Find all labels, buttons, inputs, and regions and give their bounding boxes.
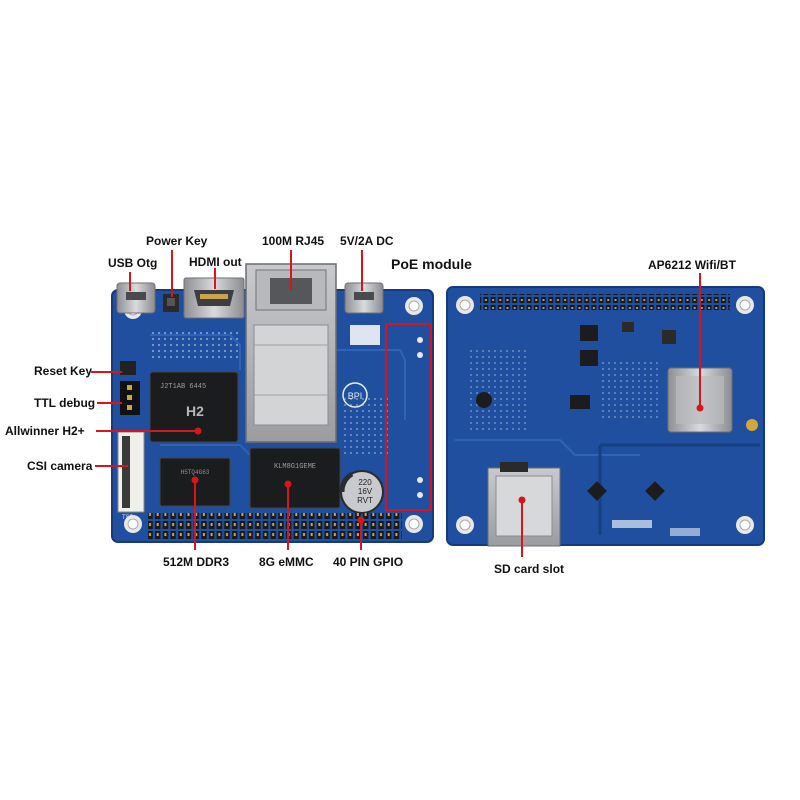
label-dc: 5V/2A DC	[340, 234, 394, 248]
poe-header-area	[385, 323, 432, 511]
antenna-connector	[746, 419, 758, 431]
ttl-debug-pins	[120, 381, 140, 415]
emmc-chip: KLM8G1GEME	[249, 447, 341, 509]
callout-lines	[91, 250, 704, 557]
mount-hole	[736, 296, 754, 314]
mount-hole	[124, 515, 142, 533]
board-bottom-side	[446, 286, 765, 547]
board-top-side: BPI J2T1AB 6445 H2 TS	[111, 263, 434, 543]
svg-text:16V: 16V	[358, 487, 373, 496]
rj45-jack	[245, 263, 337, 443]
svg-text:KLM8G1GEME: KLM8G1GEME	[274, 463, 316, 471]
label-power-key: Power Key	[146, 234, 208, 248]
electrolytic-capacitor: 220 16V RVT	[339, 470, 384, 514]
label-ddr3: 512M DDR3	[163, 555, 230, 569]
svg-text:TSD: TSD	[122, 515, 135, 521]
label-usb-otg: USB Otg	[108, 256, 158, 270]
label-sd-card-slot: SD card slot	[494, 562, 565, 576]
label-poe-module: PoE module	[391, 256, 472, 272]
label-wifi-bt: AP6212 Wifi/BT	[648, 258, 736, 272]
label-emmc: 8G eMMC	[259, 555, 314, 569]
power-key-switch	[163, 294, 179, 312]
mount-hole	[405, 297, 423, 315]
label-csi-camera: CSI camera	[27, 459, 93, 473]
label-reset-key: Reset Key	[34, 364, 93, 378]
h2-soc-chip: J2T1AB 6445 H2	[149, 371, 239, 443]
dc-power-jack	[344, 282, 384, 345]
mount-hole	[736, 516, 754, 534]
csi-camera-connector: TSD	[117, 431, 145, 521]
svg-text:220: 220	[358, 478, 372, 487]
sd-card-slot	[487, 462, 561, 547]
bpi-logo: BPI	[342, 382, 368, 408]
reset-key	[120, 361, 136, 375]
label-rj45: 100M RJ45	[262, 234, 325, 248]
usb-otg-connector	[116, 282, 156, 314]
svg-text:H2: H2	[186, 403, 204, 419]
gpio-40-pin-header	[148, 513, 402, 539]
svg-text:J2T1AB 6445: J2T1AB 6445	[160, 383, 206, 391]
label-allwinner-h2: Allwinner H2+	[5, 424, 85, 438]
label-ttl-debug: TTL debug	[34, 396, 96, 410]
svg-text:BPI: BPI	[348, 391, 363, 401]
svg-text:H5TQ4G63: H5TQ4G63	[181, 469, 210, 476]
svg-text:RVT: RVT	[357, 496, 373, 505]
label-gpio: 40 PIN GPIO	[333, 555, 404, 569]
mount-hole	[405, 515, 423, 533]
label-hdmi-out: HDMI out	[189, 255, 242, 269]
mount-hole	[456, 296, 474, 314]
mount-hole	[456, 516, 474, 534]
